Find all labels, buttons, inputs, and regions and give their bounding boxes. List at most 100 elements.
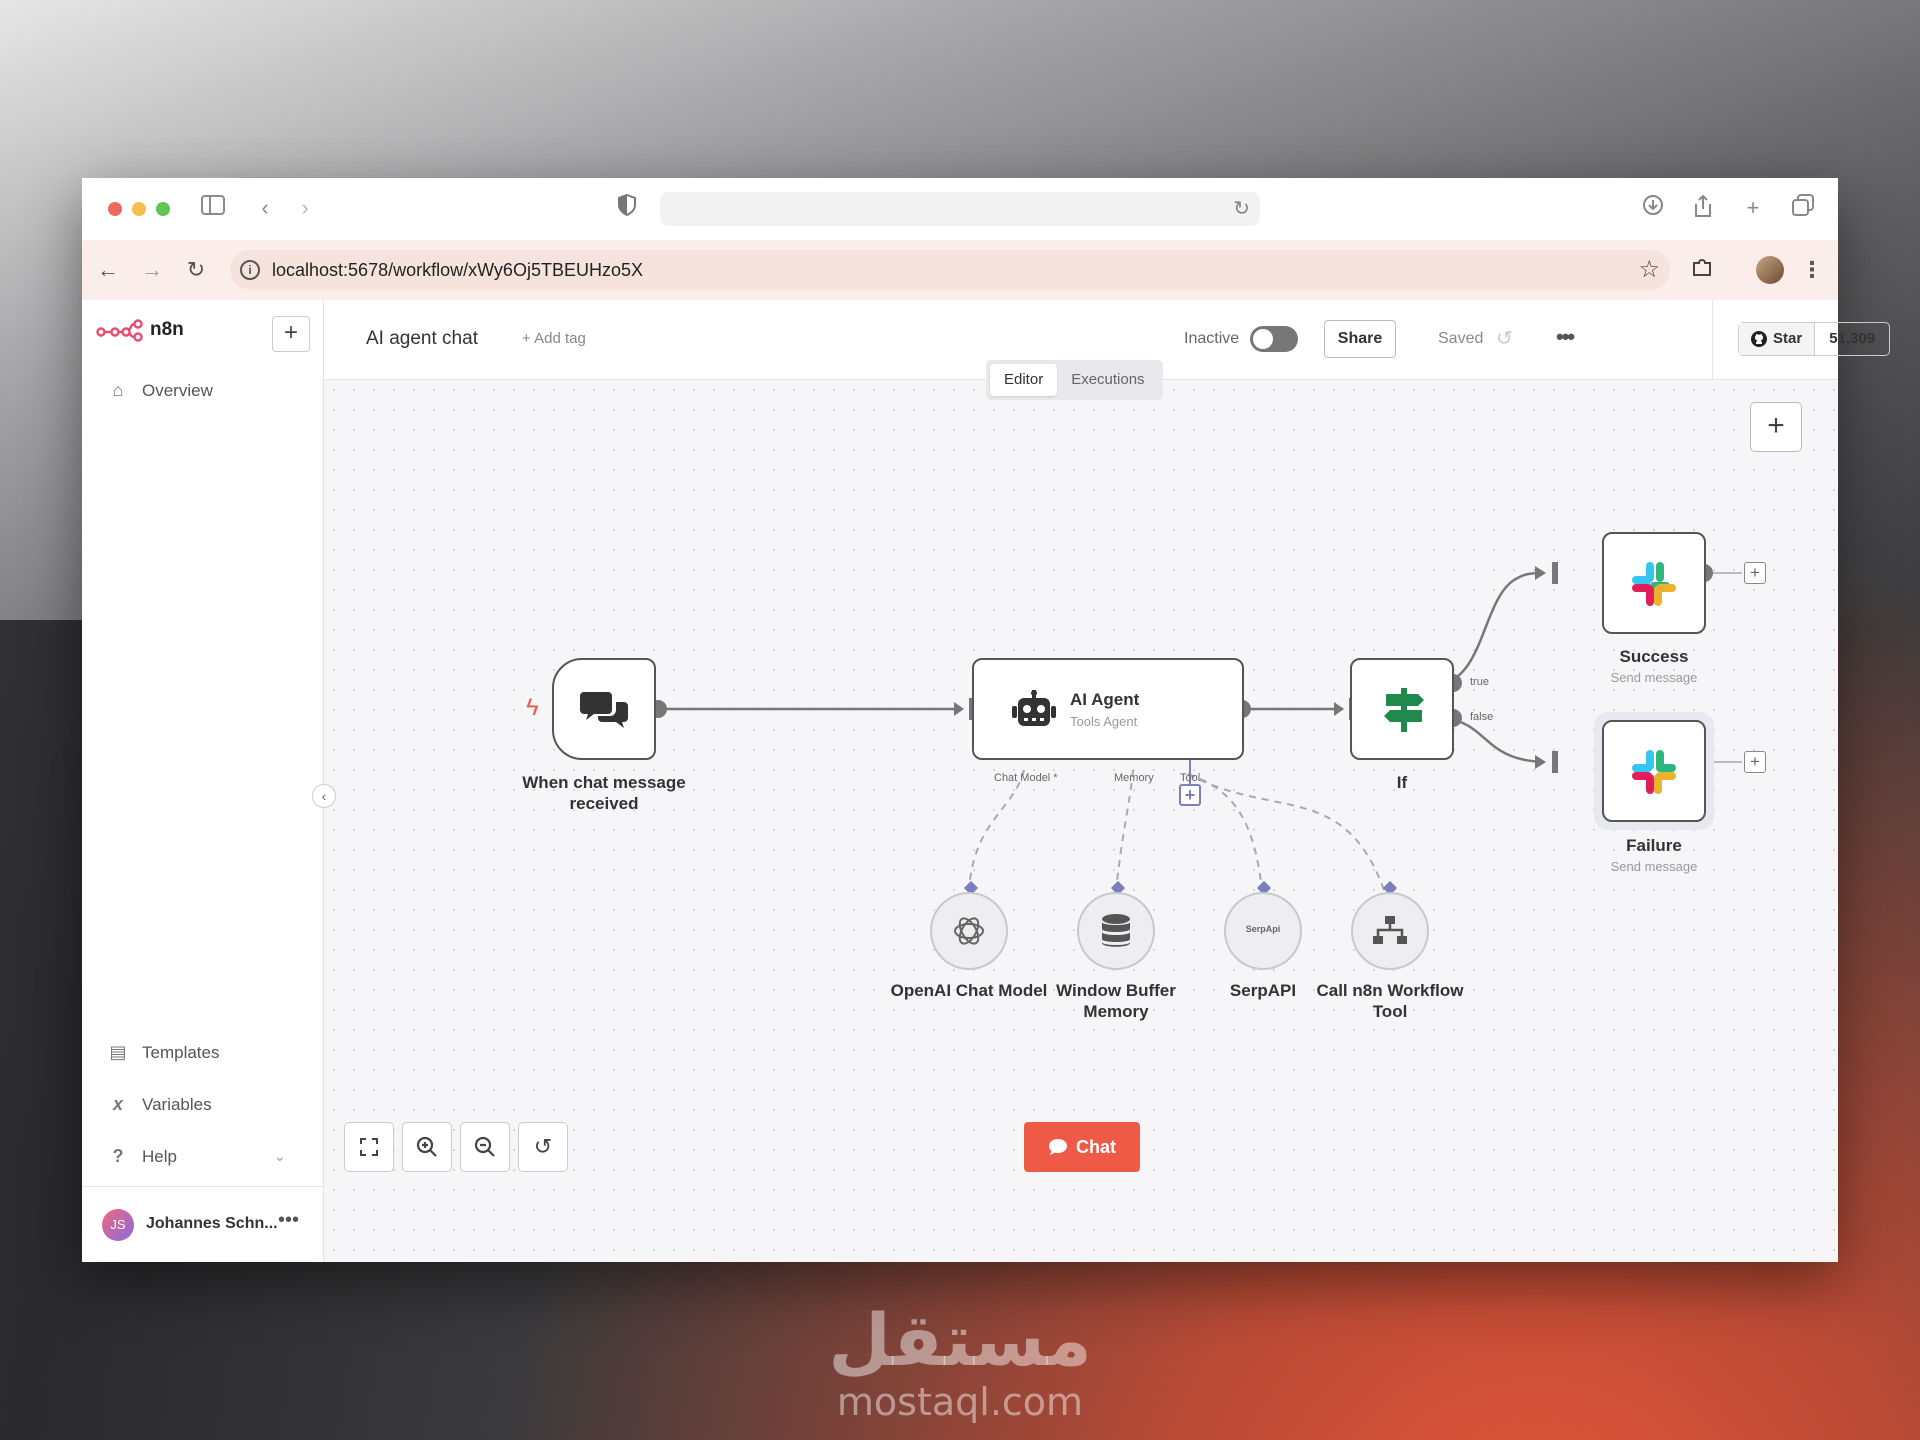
if-node-label: If <box>1396 773 1408 792</box>
openai-chat-model-node[interactable] <box>930 892 1008 970</box>
tab-overview-icon[interactable] <box>1788 194 1818 223</box>
share-icon[interactable] <box>1688 194 1718 225</box>
if-node[interactable] <box>1350 658 1454 760</box>
saved-status: Saved <box>1438 330 1484 347</box>
sidebar-item-label: Variables <box>142 1094 212 1114</box>
success-input-handle[interactable] <box>1552 562 1558 584</box>
tab-editor[interactable]: Editor <box>990 364 1058 396</box>
arrow-head <box>954 702 964 716</box>
address-bar: ← → ↻ i localhost:5678/workflow/xWy6Oj5T… <box>82 240 1838 300</box>
call-workflow-tool-node[interactable] <box>1351 892 1429 970</box>
robot-icon <box>1012 690 1056 726</box>
maximize-window-button[interactable] <box>156 202 170 216</box>
serpapi-logo-text: SerpApi <box>1245 924 1281 934</box>
tab-executions[interactable]: Executions <box>1071 371 1145 388</box>
sidebar-item-label: Overview <box>142 380 213 400</box>
sidebar-toggle-icon[interactable] <box>198 194 228 222</box>
share-button[interactable]: Share <box>1324 320 1396 358</box>
url-text[interactable]: localhost:5678/workflow/xWy6Oj5TBEUHzo5X <box>272 260 643 280</box>
download-icon[interactable] <box>1638 194 1668 223</box>
arrow-head <box>1535 566 1546 580</box>
history-icon[interactable]: ↺ <box>1496 328 1513 350</box>
workflow-canvas[interactable]: + ϟ When chat message received <box>324 380 1838 1262</box>
user-menu[interactable]: JS Johannes Schn... ••• <box>82 1186 324 1262</box>
reload-icon[interactable]: ↻ <box>186 257 206 282</box>
n8n-logo-icon <box>96 319 143 342</box>
variables-icon: x <box>112 1094 123 1114</box>
undo-icon: ↺ <box>533 1134 553 1159</box>
back-arrow-icon[interactable]: ← <box>97 257 119 282</box>
zoom-in-button[interactable] <box>402 1122 452 1172</box>
reload-icon[interactable]: ↻ <box>1233 198 1250 220</box>
agent-title: AI Agent <box>1070 690 1140 709</box>
github-star[interactable]: Star <box>1739 323 1816 355</box>
url-field[interactable]: i localhost:5678/workflow/xWy6Oj5TBEUHzo… <box>230 250 1670 290</box>
success-slack-node[interactable] <box>1602 532 1706 634</box>
chat-button[interactable]: Chat <box>1024 1122 1140 1172</box>
browser-toolbar: ‹ › ↻ + <box>82 178 1838 240</box>
zoom-out-icon <box>474 1136 495 1157</box>
fullscreen-icon <box>360 1138 378 1156</box>
more-options-icon[interactable]: ••• <box>278 1209 300 1231</box>
safari-address-field[interactable]: ↻ <box>660 192 1260 226</box>
failure-slack-node[interactable] <box>1602 720 1706 822</box>
github-star-count[interactable]: 51,309 <box>1829 330 1876 347</box>
serpapi-node[interactable]: SerpApi <box>1224 892 1302 970</box>
forward-arrow-icon[interactable]: › <box>301 195 309 220</box>
bookmark-star-icon[interactable]: ☆ <box>1638 256 1660 283</box>
user-name: Johannes Schn... <box>146 1215 278 1232</box>
toggle-knob <box>1253 329 1273 349</box>
trigger-node[interactable] <box>552 658 656 760</box>
connection-chat-model <box>968 769 1025 891</box>
lightning-icon: ϟ <box>526 694 539 721</box>
n8n-logo[interactable]: n8n <box>96 318 184 342</box>
activate-toggle[interactable] <box>1250 326 1298 352</box>
minimize-window-button[interactable] <box>132 202 146 216</box>
workflow-name[interactable]: AI agent chat <box>366 328 478 349</box>
window-buffer-memory-node[interactable] <box>1077 892 1155 970</box>
add-node-button[interactable]: + <box>1750 402 1802 452</box>
sidebar-item-variables[interactable]: x Variables <box>108 1094 212 1115</box>
connection-false-failure <box>1445 716 1545 764</box>
forward-arrow-icon[interactable]: → <box>141 257 163 282</box>
sidebar-item-help[interactable]: ? Help ⌄ <box>108 1146 286 1167</box>
failure-node-subtitle: Send message <box>1610 859 1698 874</box>
watermark-arabic: مستقل <box>828 1298 1092 1382</box>
sitemap-icon <box>1373 916 1407 944</box>
signpost-icon <box>1384 688 1424 732</box>
sidebar-item-label: Templates <box>142 1042 220 1062</box>
port-label-true: true <box>1470 676 1489 688</box>
back-arrow-icon[interactable]: ‹ <box>261 195 269 220</box>
trigger-node-label: When chat message received <box>522 773 686 813</box>
sidebar-item-overview[interactable]: ⌂ Overview <box>108 380 213 401</box>
slack-icon <box>1632 750 1676 794</box>
templates-icon: ▤ <box>109 1042 127 1062</box>
zoom-out-button[interactable] <box>460 1122 510 1172</box>
failure-input-handle[interactable] <box>1552 751 1558 773</box>
fit-view-button[interactable] <box>344 1122 394 1172</box>
new-tab-icon[interactable]: + <box>1746 195 1760 220</box>
chat-bubbles-icon <box>580 692 628 728</box>
collapse-sidebar-button[interactable]: ‹ <box>312 784 336 808</box>
close-window-button[interactable] <box>108 202 122 216</box>
add-after-success-button[interactable]: + <box>1744 562 1766 584</box>
ai-agent-node[interactable]: AI Agent Tools Agent <box>972 658 1244 760</box>
reset-zoom-button[interactable]: ↺ <box>518 1122 568 1172</box>
browser-menu-icon[interactable]: ⋮ <box>1801 257 1823 282</box>
workflow-menu-icon[interactable]: ••• <box>1556 324 1575 349</box>
create-new-button[interactable]: + <box>272 316 310 352</box>
add-after-failure-button[interactable]: + <box>1744 751 1766 773</box>
connection-tool-workflow <box>1187 773 1385 891</box>
shield-icon[interactable] <box>612 193 642 223</box>
add-tool-button[interactable]: + <box>1179 784 1201 806</box>
chevron-down-icon: ⌄ <box>274 1148 286 1164</box>
help-icon: ? <box>112 1146 124 1166</box>
browser-window: ‹ › ↻ + ← → ↻ i localhost:5678/workflow/… <box>82 178 1891 1262</box>
port-label-chat-model: Chat Model * <box>994 772 1058 784</box>
github-star-button[interactable]: Star 51,309 <box>1738 322 1891 356</box>
sidebar-item-templates[interactable]: ▤ Templates <box>108 1042 219 1063</box>
profile-avatar[interactable] <box>1756 256 1784 284</box>
site-info-icon[interactable]: i <box>240 260 260 280</box>
add-tag-button[interactable]: + Add tag <box>522 330 586 347</box>
extensions-icon[interactable] <box>1688 256 1716 285</box>
